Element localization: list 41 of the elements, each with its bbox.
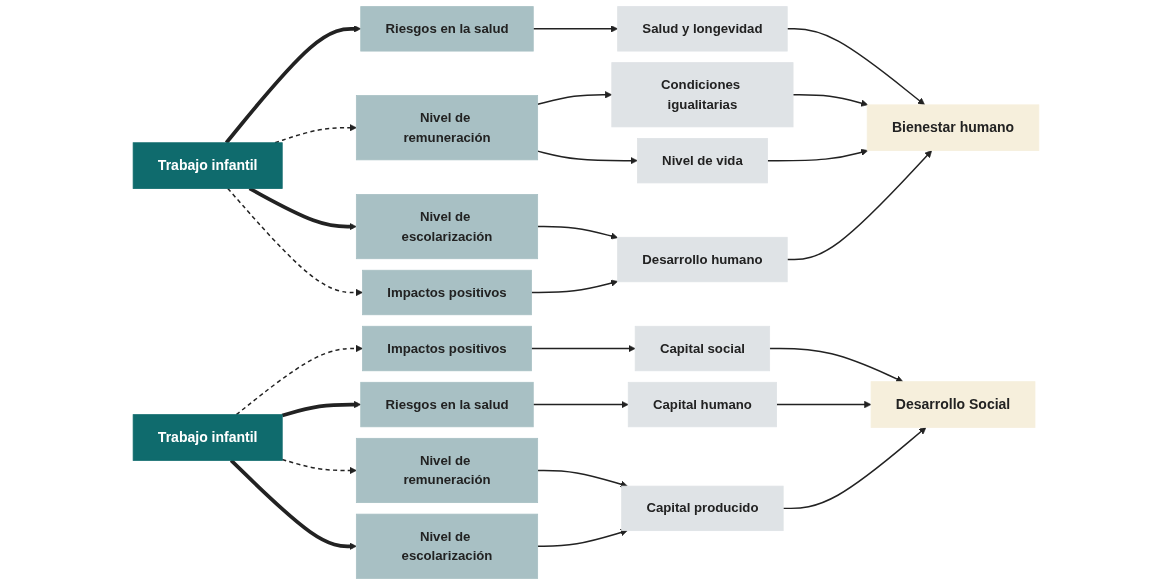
node-box: Desarrollo Social	[870, 381, 1036, 428]
arrow	[530, 344, 636, 353]
arrow	[782, 427, 927, 510]
node-box: Nivel de escolarización	[355, 513, 539, 579]
node-box: Condiciones igualitarias	[611, 62, 794, 128]
node-box: Trabajo infantil	[132, 414, 283, 461]
node-box: Salud y longevidad	[617, 6, 788, 52]
arrow	[227, 187, 363, 297]
node-box: Nivel de vida	[637, 138, 768, 184]
node-box: Capital social	[634, 325, 771, 372]
arrow	[281, 458, 357, 475]
arrow	[766, 148, 869, 162]
arrow	[281, 400, 362, 418]
arrow	[224, 25, 362, 144]
node-box: Desarrollo humano	[617, 236, 788, 283]
node-box: Capital producido	[621, 485, 784, 532]
node-box: Nivel de escolarización	[355, 194, 539, 260]
arrow	[792, 94, 869, 107]
arrow	[536, 91, 613, 106]
arrow	[532, 400, 629, 409]
node-box: Trabajo infantil	[132, 142, 283, 189]
node-box: Impactos positivos	[362, 269, 532, 316]
arrow	[235, 344, 363, 416]
node-box: Bienestar humano	[866, 104, 1040, 151]
arrow	[229, 459, 357, 550]
arrow	[768, 347, 904, 383]
arrow	[786, 150, 933, 261]
node-box: Nivel de remuneración	[355, 437, 539, 504]
arrow	[530, 279, 618, 294]
node-box: Capital humano	[627, 381, 777, 428]
node-box: Nivel de remuneración	[355, 95, 539, 161]
node-box: Riesgos en la salud	[360, 6, 534, 52]
arrow	[536, 225, 618, 240]
node-box: Impactos positivos	[362, 325, 532, 372]
node-box: Riesgos en la salud	[360, 381, 534, 428]
arrow	[786, 28, 925, 106]
arrow	[536, 469, 628, 488]
arrow	[536, 529, 628, 547]
arrow	[532, 25, 618, 33]
arrow	[775, 400, 872, 409]
arrow	[536, 150, 638, 165]
